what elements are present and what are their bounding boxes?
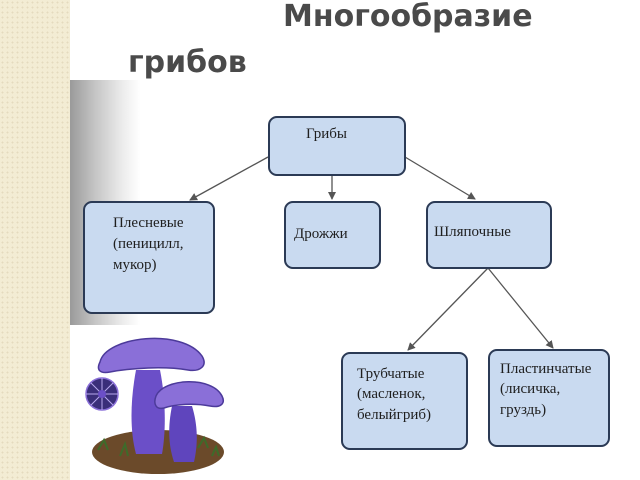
arrow-shlyapochnye-to-trubchatye — [407, 267, 489, 351]
arrow-root-to-plesnevye — [189, 156, 269, 201]
title-line-2: грибов — [128, 45, 247, 80]
node-shlyapochnye: Шляпочные — [426, 201, 552, 269]
node-drozhzhi: Дрожжи — [284, 201, 381, 269]
arrow-root-to-shlyapochnye — [404, 156, 476, 200]
decorative-left-strip — [0, 0, 70, 480]
node-trubchatye: Трубчатые (масленок, белыйгриб) — [341, 352, 468, 450]
arrow-shlyapochnye-to-plastinchatye — [487, 267, 554, 349]
node-plastinchatye: Пластинчатые (лисичка, груздь) — [488, 349, 610, 447]
mushroom-icon — [85, 337, 224, 474]
node-griby: Грибы — [268, 116, 406, 176]
node-plesnevye: Плесневые (пеницилл, мукор) — [83, 201, 215, 314]
title-line-1: Многообразие — [283, 0, 533, 34]
